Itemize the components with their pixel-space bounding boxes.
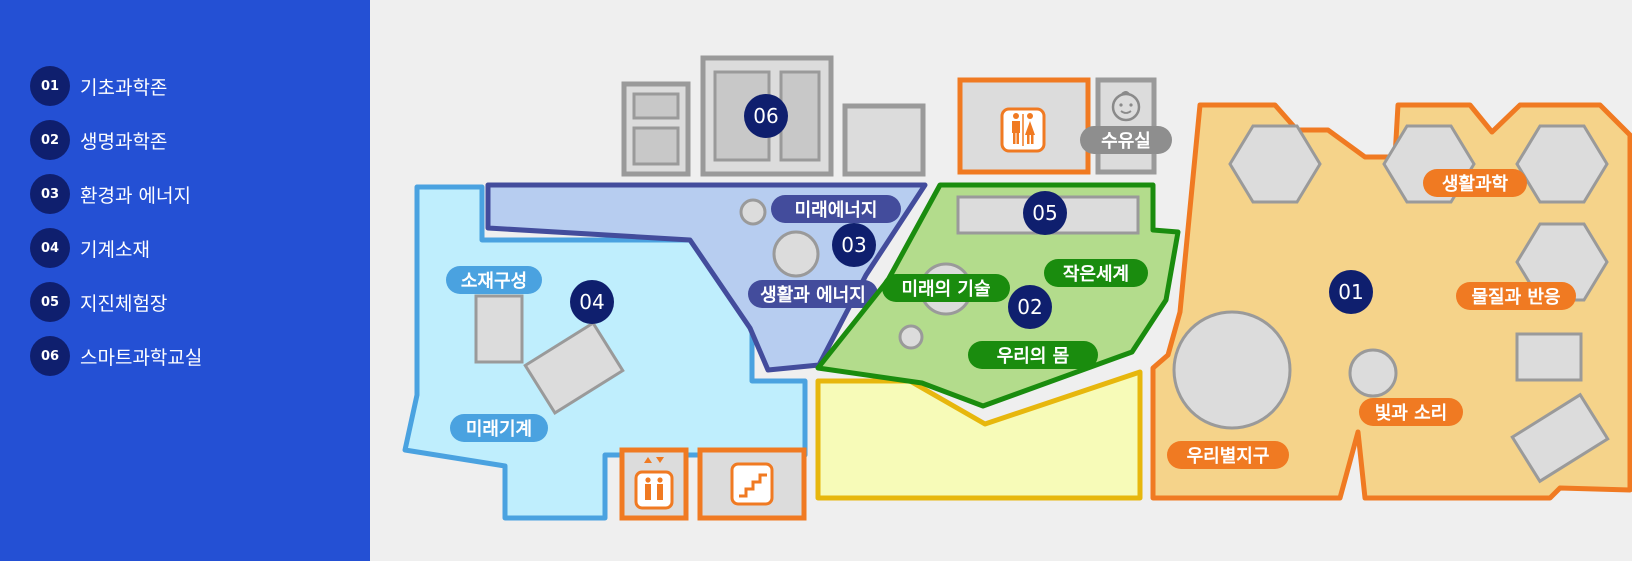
label-pill bbox=[1167, 441, 1289, 469]
exhibit-box bbox=[1510, 392, 1610, 484]
exhibit-circle bbox=[772, 230, 820, 278]
zone-legend-list: 01 기초과학존 02 생명과학존 03 환경과 에너지 04 기계소재 05 … bbox=[30, 66, 202, 390]
label-pill bbox=[968, 341, 1098, 369]
legend-label: 기초과학존 bbox=[80, 76, 168, 99]
bitgwa-sori-label: 빛과 소리 bbox=[1375, 403, 1448, 424]
exhibit-circle bbox=[1348, 348, 1398, 398]
stairs-icon bbox=[730, 462, 774, 506]
zone-02[interactable]: 미래의 기술 작은세계 우리의 몸 02 05 bbox=[815, 182, 1181, 409]
facility-room bbox=[842, 103, 926, 177]
zone-number-badge: 02 bbox=[30, 120, 70, 160]
label-pill bbox=[882, 274, 1010, 302]
legend-label: 지진체험장 bbox=[80, 292, 168, 315]
restroom-room bbox=[957, 77, 1091, 175]
mirae-energy-label: 미래에너지 bbox=[795, 200, 878, 221]
elevator[interactable] bbox=[619, 447, 689, 521]
zone-01-marker bbox=[1329, 270, 1373, 314]
exhibit-circle bbox=[1172, 310, 1292, 430]
legend-label: 환경과 에너지 bbox=[80, 184, 191, 207]
exhibit-box bbox=[1515, 332, 1583, 382]
label-pill bbox=[1080, 126, 1172, 154]
exhibit-circle bbox=[739, 198, 767, 226]
zone-06-number: 06 bbox=[753, 104, 778, 128]
jakeun-segye-label: 작은세계 bbox=[1063, 264, 1129, 285]
zone-number-badge: 06 bbox=[30, 336, 70, 376]
saenghwal-gwahak-label: 생활과학 bbox=[1442, 173, 1509, 195]
zone-number-badge: 03 bbox=[30, 174, 70, 214]
restroom-icon bbox=[1000, 107, 1046, 153]
zone-legend-panel: 01 기초과학존 02 생명과학존 03 환경과 에너지 04 기계소재 05 … bbox=[0, 0, 370, 561]
zone-04-marker bbox=[570, 280, 614, 324]
floor-map: 수유실 소재구성 미래기계 04 bbox=[370, 0, 1632, 561]
zone-03-marker bbox=[832, 223, 876, 267]
legend-item-05[interactable]: 05 지진체험장 bbox=[30, 282, 202, 322]
label-pill bbox=[748, 280, 878, 308]
sojae-guseong-label: 소재구성 bbox=[461, 271, 527, 292]
zone-04-number: 04 bbox=[579, 290, 604, 314]
label-pill bbox=[1423, 169, 1527, 197]
legend-label: 기계소재 bbox=[80, 238, 150, 261]
zone-02-marker bbox=[1008, 285, 1052, 329]
facility-room bbox=[632, 92, 680, 120]
label-pill bbox=[1359, 398, 1463, 426]
zone-number-badge: 04 bbox=[30, 228, 70, 268]
legend-item-01[interactable]: 01 기초과학존 bbox=[30, 66, 202, 106]
uribyeol-jigu-label: 우리별지구 bbox=[1187, 446, 1270, 467]
legend-label: 스마트과학교실 bbox=[80, 346, 203, 369]
exhibit-box bbox=[523, 320, 625, 416]
zone-number-badge: 01 bbox=[30, 66, 70, 106]
legend-item-06[interactable]: 06 스마트과학교실 bbox=[30, 336, 202, 376]
zone-03[interactable]: 미래에너지 생활과 에너지 03 bbox=[485, 182, 928, 373]
exhibit-hexagon bbox=[1515, 124, 1609, 204]
label-pill bbox=[1456, 282, 1576, 310]
exhibit-circle bbox=[898, 324, 924, 350]
zone-05-marker bbox=[1023, 191, 1067, 235]
exhibit-hexagon bbox=[1228, 124, 1322, 204]
label-pill bbox=[450, 414, 548, 442]
nursing-room[interactable]: 수유실 bbox=[1080, 77, 1172, 175]
exhibit-box bbox=[474, 294, 524, 364]
stairs[interactable] bbox=[697, 447, 807, 521]
legend-label: 생명과학존 bbox=[80, 130, 168, 153]
label-pill bbox=[1044, 259, 1148, 287]
legend-item-04[interactable]: 04 기계소재 bbox=[30, 228, 202, 268]
mirae-gigye-label: 미래기계 bbox=[466, 419, 532, 440]
elevator-icon bbox=[634, 457, 674, 510]
zone-01-number: 01 bbox=[1338, 280, 1363, 304]
legend-item-03[interactable]: 03 환경과 에너지 bbox=[30, 174, 202, 214]
muljil-baneung-label: 물질과 반응 bbox=[1471, 287, 1560, 308]
baby-icon bbox=[1111, 91, 1141, 122]
uri-mom-label: 우리의 몸 bbox=[997, 346, 1070, 367]
zone-01[interactable]: 생활과학 물질과 반응 빛과 소리 우리별지구 01 bbox=[1150, 102, 1632, 501]
facility-room bbox=[632, 126, 680, 166]
zone-02-number: 02 bbox=[1017, 295, 1042, 319]
exhibit-hexagon bbox=[1515, 222, 1609, 302]
label-pill bbox=[771, 195, 901, 223]
zone-06-marker bbox=[744, 94, 788, 138]
saenghwal-energy-label: 생활과 에너지 bbox=[760, 285, 866, 306]
label-pill bbox=[446, 266, 542, 294]
legend-item-02[interactable]: 02 생명과학존 bbox=[30, 120, 202, 160]
smart-classroom-area[interactable] bbox=[621, 55, 926, 177]
nursing-room-label: 수유실 bbox=[1101, 131, 1151, 152]
mirae-gisul-label: 미래의 기술 bbox=[901, 279, 990, 300]
zone-03-area bbox=[485, 182, 928, 373]
zone-06[interactable]: 06 bbox=[744, 94, 788, 138]
zone-03-number: 03 bbox=[841, 233, 866, 257]
zone-number-badge: 05 bbox=[30, 282, 70, 322]
zone-05-number: 05 bbox=[1032, 201, 1057, 225]
restroom[interactable] bbox=[957, 77, 1091, 175]
